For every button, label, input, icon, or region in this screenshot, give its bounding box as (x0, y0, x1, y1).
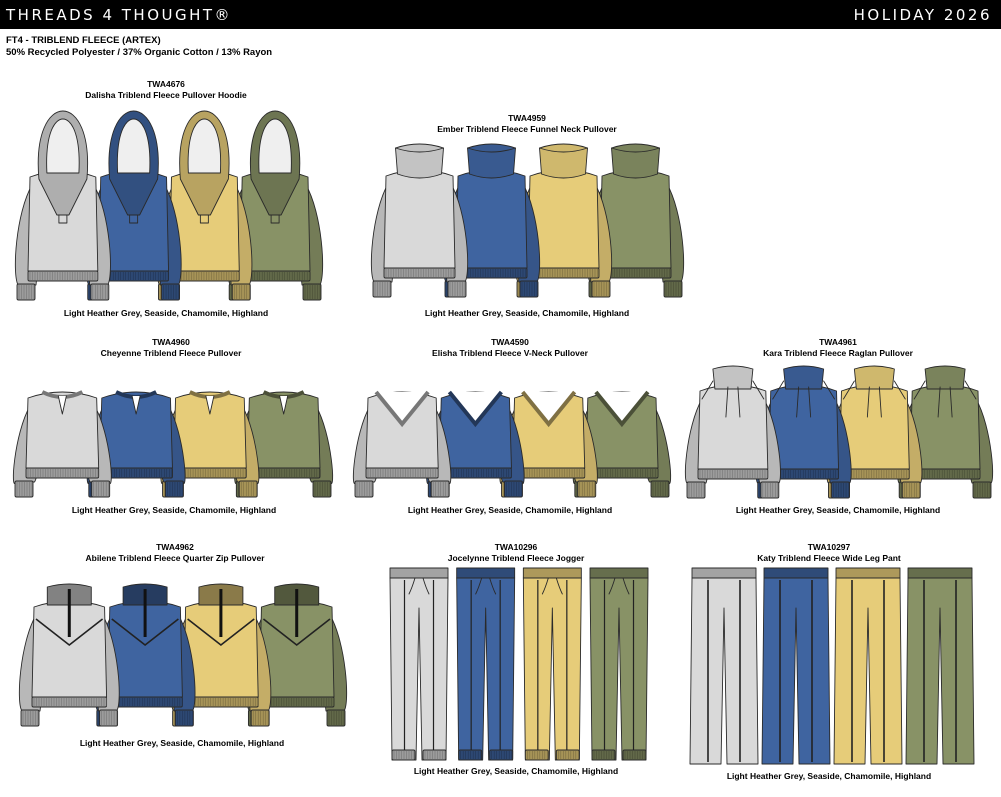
colorway-2 (522, 567, 582, 761)
product-title: TWA10296 Jocelynne Triblend Fleece Jogge… (448, 542, 585, 563)
colorway-0 (389, 567, 449, 761)
style-number: TWA10297 (807, 542, 851, 552)
colorway-3 (905, 567, 975, 765)
product-colorways: Light Heather Grey, Seaside, Chamomile, … (407, 505, 613, 515)
fabric-code: FT4 - TRIBLEND FLEECE (ARTEX) (6, 35, 161, 46)
product-title: TWA4676 Dalisha Triblend Fleece Pullover… (85, 79, 247, 100)
product-title: TWA10297 Katy Triblend Fleece Wide Leg P… (757, 542, 901, 563)
product-title: TWA4962 Abilene Triblend Fleece Quarter … (85, 542, 264, 563)
header-bar: THREADS 4 THOUGHT® HOLIDAY 2026 (0, 0, 1001, 29)
style-number: TWA4959 (508, 113, 546, 123)
style-number: TWA4676 (147, 79, 185, 89)
product-name: Kara Triblend Fleece Raglan Pullover (763, 347, 913, 358)
colorway-0 (12, 390, 112, 498)
season-label: HOLIDAY 2026 (853, 6, 992, 24)
colorway-0 (684, 365, 781, 499)
product-colorways: Light Heather Grey, Seaside, Chamomile, … (413, 766, 619, 776)
product-title: TWA4961 Kara Triblend Fleece Raglan Pull… (763, 337, 913, 358)
v-neck-icon (352, 390, 672, 498)
colorway-0 (14, 110, 111, 301)
product-colorways: Light Heather Grey, Seaside, Chamomile, … (79, 738, 285, 748)
product-colorways: Light Heather Grey, Seaside, Chamomile, … (63, 308, 269, 318)
product-name: Cheyenne Triblend Fleece Pullover (100, 347, 242, 358)
colorway-3 (586, 143, 685, 298)
raglan-icon (684, 365, 994, 499)
product-name: Dalisha Triblend Fleece Pullover Hoodie (85, 89, 247, 100)
colorway-0 (352, 390, 452, 498)
style-number: TWA4961 (819, 337, 857, 347)
colorway-0 (18, 583, 120, 727)
fabric-composition: 50% Recycled Polyester / 37% Organic Cot… (6, 47, 273, 58)
colorway-1 (456, 567, 516, 761)
style-number: TWA4962 (156, 542, 194, 552)
product-name: Abilene Triblend Fleece Quarter Zip Pull… (85, 552, 265, 563)
colorway-0 (689, 567, 759, 765)
colorway-3 (234, 390, 334, 498)
colorway-2 (156, 110, 253, 301)
style-number: TWA10296 (494, 542, 538, 552)
product-title: TWA4960 Cheyenne Triblend Fleece Pullove… (101, 337, 242, 358)
colorway-0 (370, 143, 469, 298)
jogger-icon (389, 567, 649, 761)
colorway-2 (514, 143, 613, 298)
notch-neck-icon (12, 390, 334, 498)
product-name: Ember Triblend Fleece Funnel Neck Pullov… (437, 123, 617, 134)
product-title: TWA4959 Ember Triblend Fleece Funnel Nec… (437, 113, 617, 134)
wide-leg-pant-icon (689, 567, 975, 765)
colorway-2 (826, 365, 923, 499)
product-colorways: Light Heather Grey, Seaside, Chamomile, … (424, 308, 630, 318)
product-name: Elisha Triblend Fleece V-Neck Pullover (432, 347, 588, 358)
quarter-zip-icon (18, 583, 348, 727)
funnel-neck-icon (370, 143, 685, 298)
style-number: TWA4960 (152, 337, 190, 347)
fabric-info: FT4 - TRIBLEND FLEECE (ARTEX) 50% Recycl… (6, 35, 272, 59)
style-number: TWA4590 (491, 337, 529, 347)
product-name: Jocelynne Triblend Fleece Jogger (447, 552, 585, 563)
colorway-3 (589, 567, 649, 761)
colorway-3 (227, 110, 324, 301)
product-colorways: Light Heather Grey, Seaside, Chamomile, … (726, 771, 932, 781)
product-title: TWA4590 Elisha Triblend Fleece V-Neck Pu… (432, 337, 588, 358)
product-name: Katy Triblend Fleece Wide Leg Pant (757, 552, 901, 563)
hoodie-icon (14, 110, 324, 301)
colorway-2 (833, 567, 903, 765)
product-colorways: Light Heather Grey, Seaside, Chamomile, … (735, 505, 941, 515)
product-colorways: Light Heather Grey, Seaside, Chamomile, … (71, 505, 277, 515)
colorway-1 (761, 567, 831, 765)
brand-logo: THREADS 4 THOUGHT® (6, 6, 233, 24)
